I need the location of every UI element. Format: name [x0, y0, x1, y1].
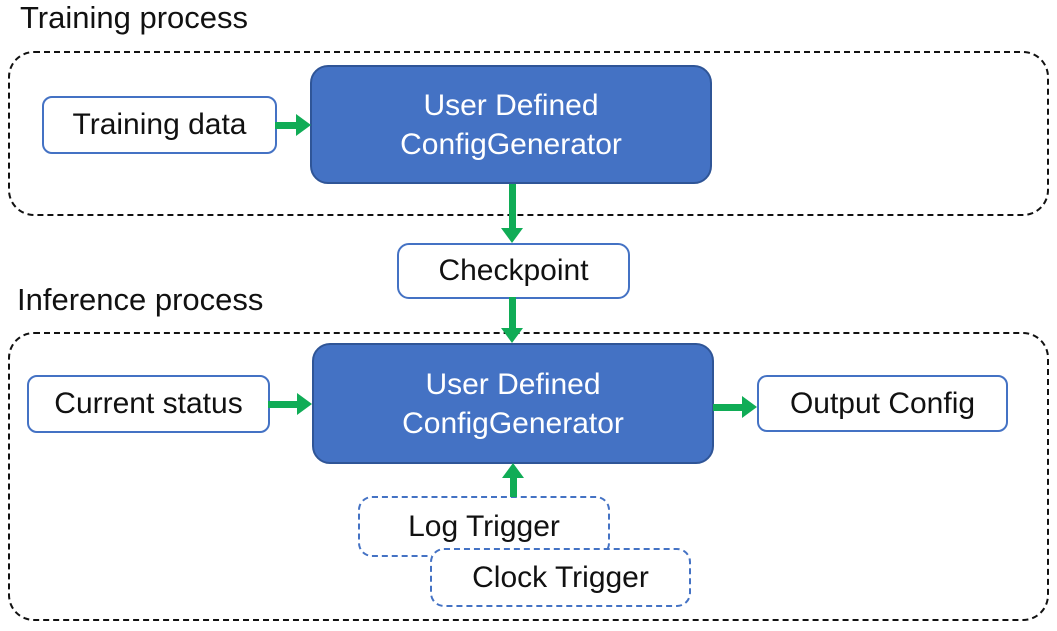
arrow-shaft: [508, 297, 516, 328]
trigger-to-generator-arrow: [502, 463, 524, 497]
generator-to-output-arrow: [713, 396, 757, 418]
inference-process-title: Inference process: [17, 282, 264, 317]
arrow-shaft: [713, 403, 742, 411]
arrow-down-icon: [501, 328, 523, 343]
arrow-shaft: [268, 400, 297, 408]
generator-to-checkpoint-arrow: [501, 184, 523, 243]
training-process-title: Training process: [20, 0, 249, 35]
inference-configgenerator-node: User Defined ConfigGenerator: [312, 343, 714, 464]
training-data-to-generator-arrow: [275, 114, 311, 136]
inference-generator-label-line2: ConfigGenerator: [402, 406, 624, 440]
checkpoint-label: Checkpoint: [438, 254, 589, 287]
current-status-to-generator-arrow: [268, 393, 312, 415]
arrow-shaft: [275, 121, 296, 129]
clock-trigger-node: Clock Trigger: [430, 548, 691, 607]
training-data-label: Training data: [72, 108, 247, 141]
inference-generator-label-line1: User Defined: [425, 367, 601, 401]
inference-process-region: [8, 332, 1049, 621]
output-config-label: Output Config: [789, 386, 976, 420]
log-trigger-label: Log Trigger: [408, 509, 560, 543]
arrow-right-icon: [742, 396, 757, 418]
current-status-label: Current status: [54, 387, 243, 420]
training-process-region: [8, 51, 1049, 216]
log-trigger-node: Log Trigger: [358, 496, 610, 557]
train-configgenerator-node: User Defined ConfigGenerator: [310, 65, 712, 184]
arrow-down-icon: [501, 228, 523, 243]
training-data-node: Training data: [42, 96, 277, 154]
arrow-up-icon: [502, 463, 524, 478]
train-generator-label-line2: ConfigGenerator: [400, 127, 622, 161]
checkpoint-node: Checkpoint: [397, 243, 630, 299]
checkpoint-to-generator-arrow: [501, 297, 523, 343]
output-config-node: Output Config: [757, 375, 1008, 432]
clock-trigger-label: Clock Trigger: [472, 560, 649, 594]
train-generator-label-line1: User Defined: [423, 88, 599, 122]
arrow-shaft: [508, 184, 516, 228]
current-status-node: Current status: [27, 375, 270, 433]
arrow-shaft: [509, 478, 517, 497]
arrow-right-icon: [296, 114, 311, 136]
arrow-right-icon: [297, 393, 312, 415]
